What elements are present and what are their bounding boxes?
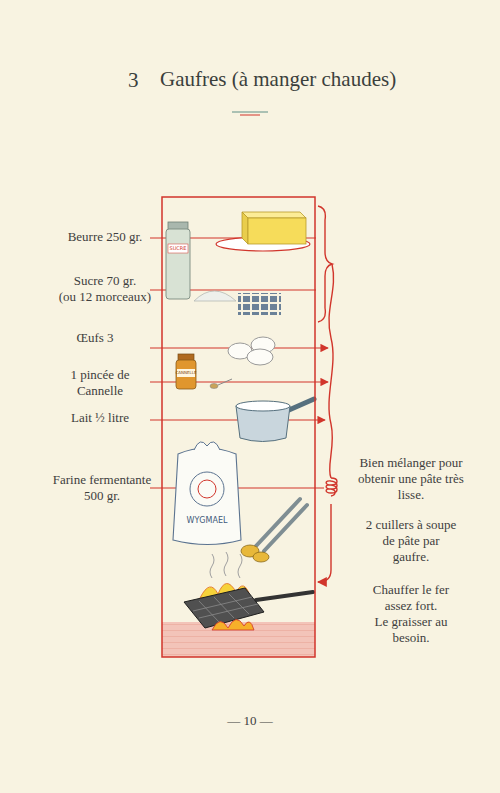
milk [236, 401, 290, 411]
mixing-arrow [318, 504, 331, 582]
recipe-title: Gaufres (à manger chaudes) [160, 66, 396, 92]
flour-bag [173, 448, 241, 545]
egg [247, 349, 273, 365]
ingredient-label: Farine fermentante 500 gr. [42, 472, 162, 504]
title-ornament [240, 115, 260, 116]
instruction-note: 2 cuillers à soupe de pâte par gaufre. [363, 517, 459, 565]
package-text: SUCRE [166, 245, 190, 252]
ingredient-label: 1 pincée de Cannelle [61, 367, 139, 399]
mixing-line [329, 264, 334, 478]
recipe-number: 3 [128, 67, 152, 93]
sugar-pile [194, 291, 236, 301]
ingredient-label: Sucre 70 gr. [50, 273, 160, 289]
package-text: WYGMAEL [177, 516, 237, 526]
bag-stamp [190, 472, 224, 506]
butter-block [242, 212, 248, 244]
pan-handle [289, 399, 314, 410]
instruction-note: Le graisser au besoin. [363, 614, 459, 646]
waffle-iron [184, 588, 264, 628]
recipe-frame [162, 197, 315, 657]
butter-block [242, 212, 306, 218]
sugar-cubes [238, 293, 281, 315]
spoon [218, 379, 232, 385]
batter [253, 552, 269, 562]
butter-block [248, 218, 306, 244]
sugar-jar [166, 229, 190, 299]
flame [212, 619, 254, 630]
title-ornament [232, 112, 268, 113]
instruction-note: Bien mélanger pour obtenir une pâte très… [358, 455, 464, 503]
page-number: — 10 — [200, 713, 300, 729]
bag-tie [194, 442, 220, 450]
ingredient-label: Lait ½ litre [45, 410, 155, 426]
mixing-spiral [326, 478, 337, 496]
spoon [210, 384, 218, 389]
ingredient-label: Beurre 250 gr. [50, 229, 160, 245]
steam [210, 554, 214, 578]
iron-grid [193, 594, 258, 622]
steam [224, 552, 228, 576]
spoon-handle [264, 505, 307, 551]
package-text: CANNELLE [175, 370, 197, 376]
instruction-note: Chauffer le fer assez fort. [363, 582, 459, 614]
bag-stamp [198, 480, 216, 498]
ingredient-label: Œufs 3 [40, 330, 150, 346]
steam [238, 554, 242, 578]
cinnamon-jar [176, 360, 196, 389]
iron-handle [256, 592, 313, 600]
ingredient-label: (ou 12 morceaux) [45, 289, 165, 305]
